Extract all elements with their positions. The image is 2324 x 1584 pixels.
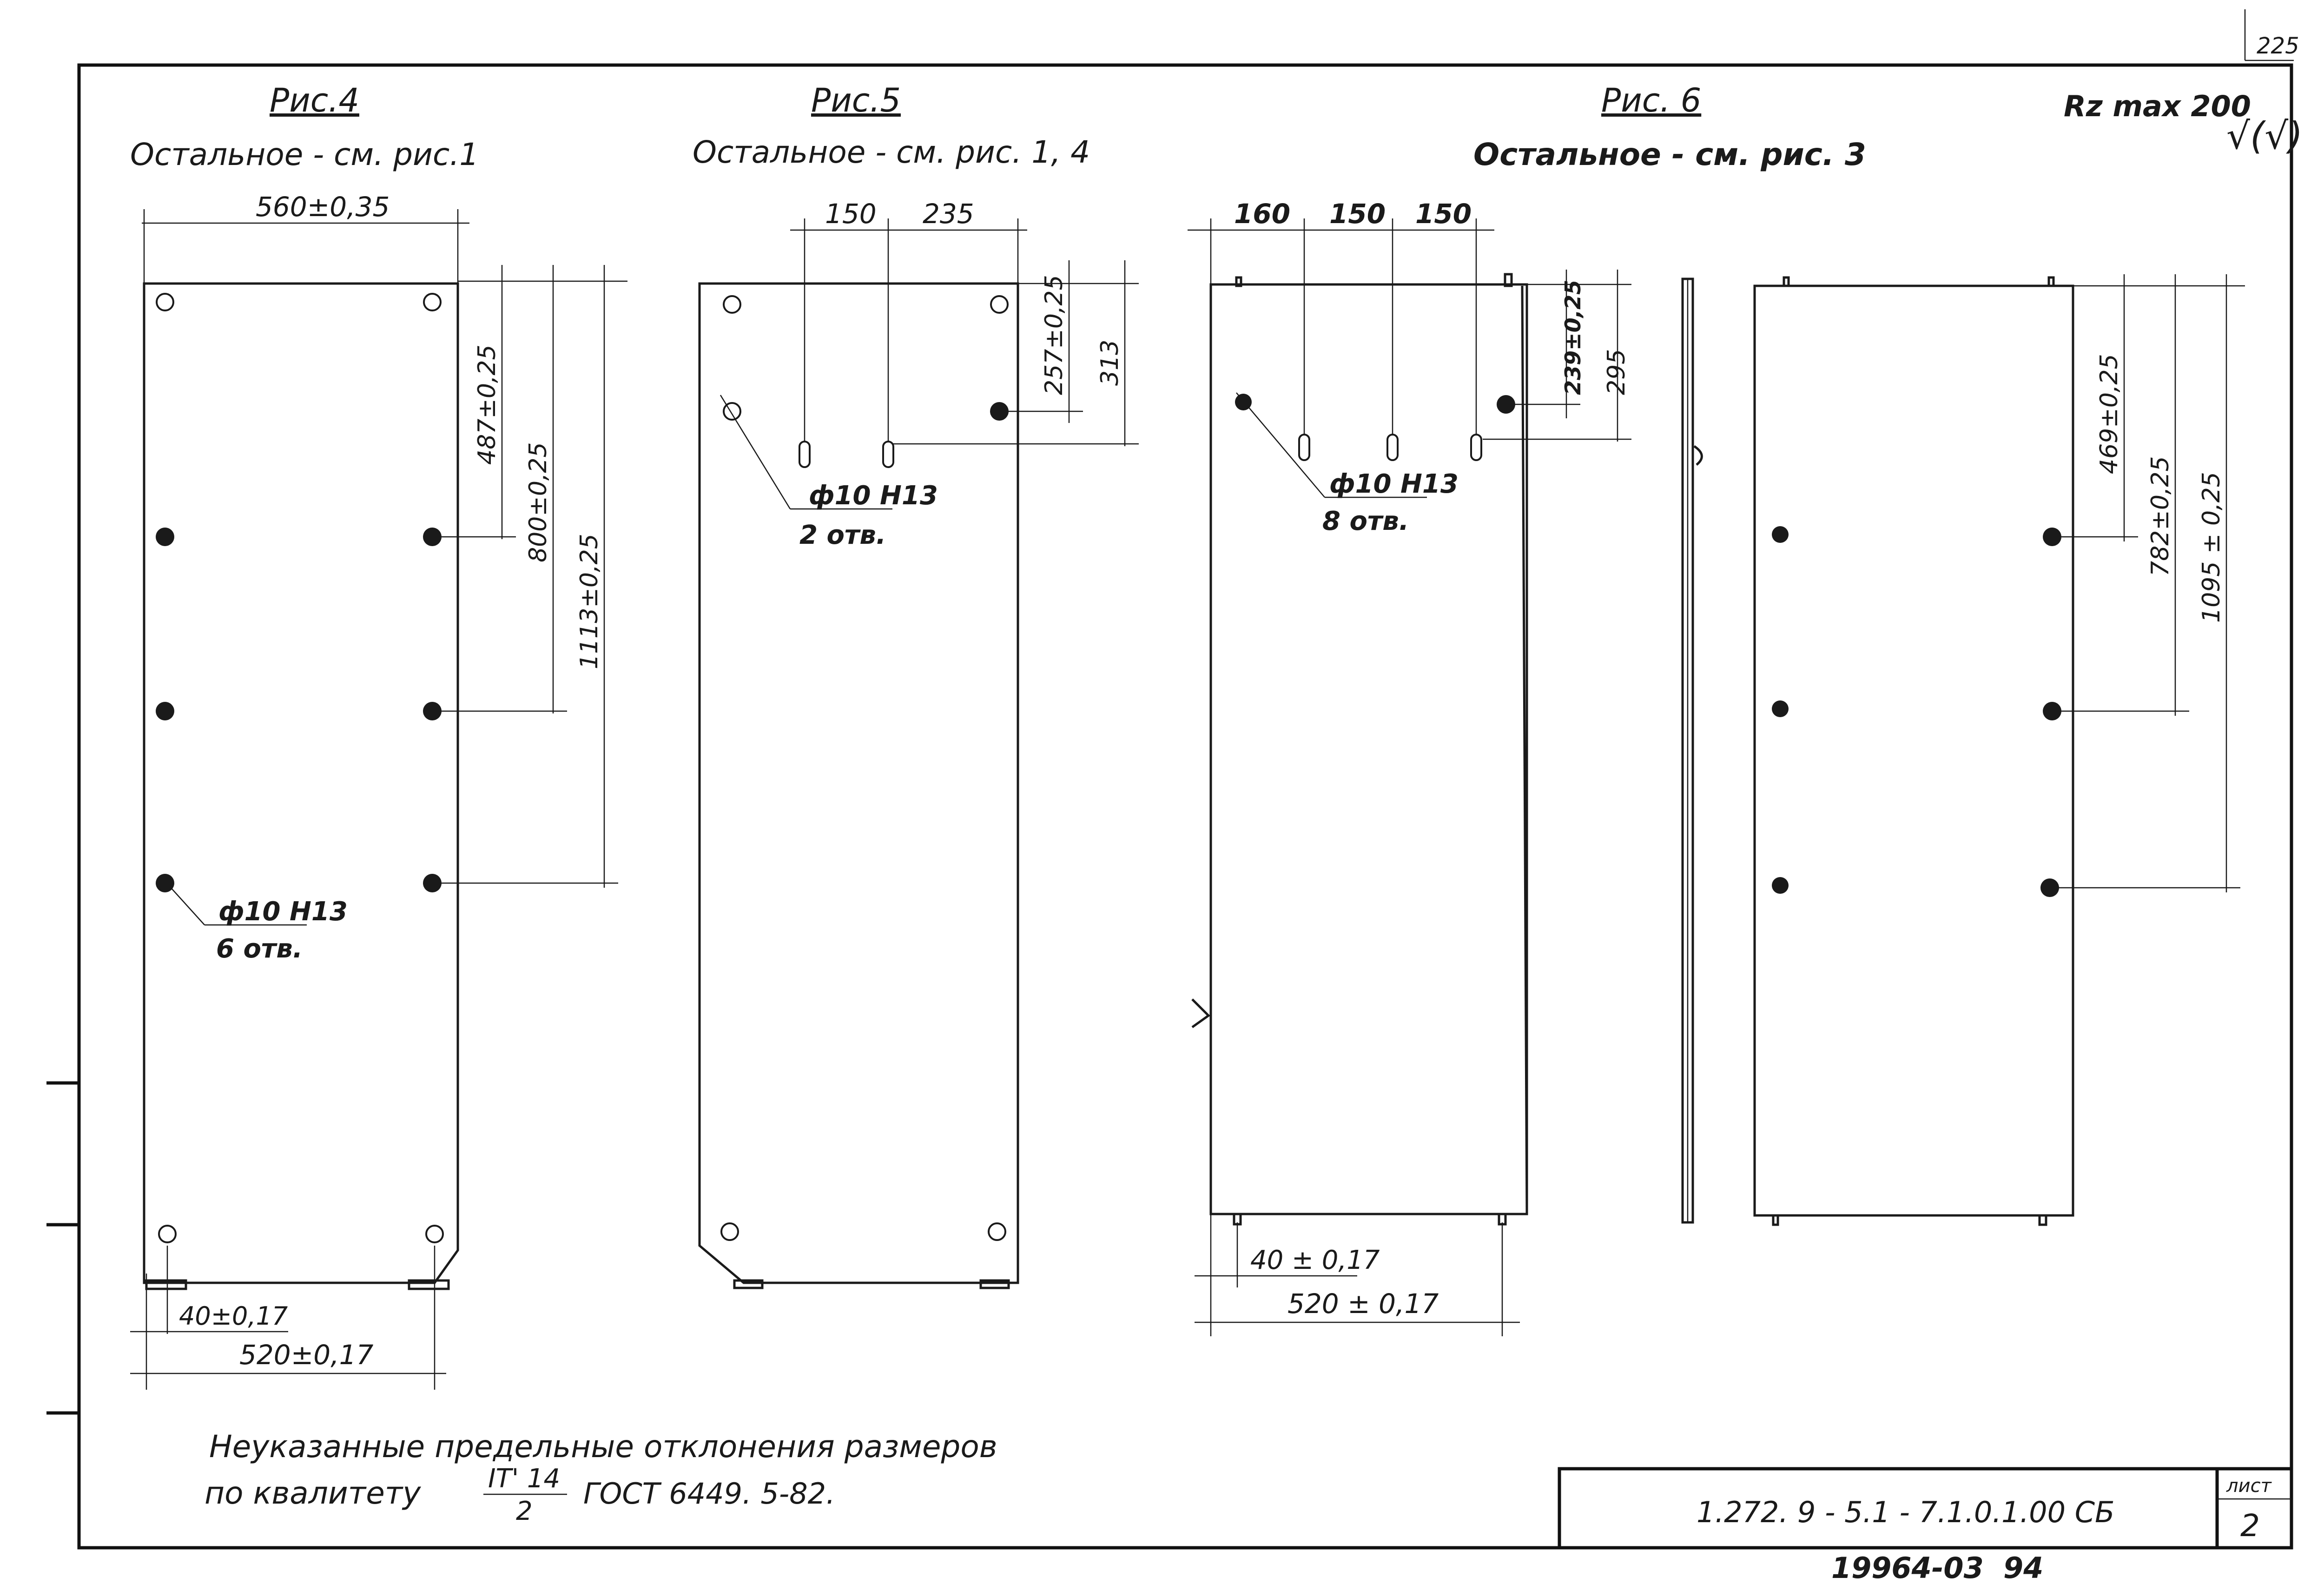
dim-487: 487±0,25 — [473, 344, 501, 465]
dim-520-fig6: 520 ± 0,17 — [1287, 1288, 1439, 1320]
roughness-note: Rz max 200 — [2064, 89, 2251, 123]
dim-150-a: 150 — [1329, 198, 1386, 230]
hole — [158, 1225, 177, 1243]
dim-257: 257±0,25 — [1040, 275, 1068, 395]
slot — [799, 441, 811, 468]
dim-150: 150 — [825, 198, 877, 230]
dim-40: 40±0,17 — [179, 1301, 288, 1331]
dim-313: 313 — [1096, 340, 1124, 386]
figure-6-hole-count: 8 отв. — [1322, 506, 1409, 536]
figure-4-note: Остальное - см. рис.1 — [130, 137, 479, 172]
hole — [423, 702, 442, 720]
dim-295: 295 — [1603, 349, 1631, 395]
drawing-frame — [77, 63, 2293, 1550]
hole — [423, 874, 442, 892]
figure-5: Рис.5 Остальное - см. рис. 1, 4 150 235 … — [693, 81, 1139, 1289]
hole — [1772, 526, 1789, 543]
sheet-number: 2 — [2240, 1508, 2260, 1544]
figure-6-hole-size: ф10 H13 — [1329, 469, 1459, 499]
figure-6-note: Остальное - см. рис. 3 — [1473, 137, 1866, 172]
slot — [1298, 434, 1310, 461]
dim-150-b: 150 — [1415, 198, 1472, 230]
dim-1095: 1095 ± 0,25 — [2198, 472, 2225, 623]
hole — [723, 295, 741, 314]
dim-800: 800±0,25 — [524, 442, 552, 562]
archive-page: 94 — [2003, 1551, 2043, 1584]
hole — [156, 528, 174, 546]
figure-5-hole-count: 2 отв. — [799, 520, 886, 550]
hole — [990, 295, 1009, 314]
figure-4: Рис.4 Остальное - см. рис.1 560±0,35 487… — [130, 81, 627, 1390]
figure-5-title: Рис.5 — [811, 81, 901, 119]
sheet-label: лист — [2226, 1475, 2272, 1497]
figure-5-note: Остальное - см. рис. 1, 4 — [693, 134, 1090, 170]
hole — [423, 528, 442, 546]
sheet-corner-number: 225 — [2257, 33, 2299, 59]
dim-560: 560±0,35 — [256, 191, 390, 223]
hole — [988, 1222, 1006, 1241]
figure-6-plate-back — [1753, 284, 2074, 1217]
dim-782: 782±0,25 — [2146, 456, 2174, 576]
general-note-line1: Неуказанные предельные отклонения размер… — [209, 1429, 997, 1465]
dim-469: 469±0,25 — [2095, 354, 2123, 474]
title-block: 1.272. 9 - 5.1 - 7.1.0.1.00 СБ лист 2 — [1558, 1467, 2293, 1550]
general-note-prefix: по квалитету — [205, 1475, 421, 1511]
roughness-symbol: √(√) — [2226, 114, 2303, 158]
archive-number: 19964-03 — [1831, 1551, 1984, 1584]
figure-6-plate-front — [1209, 283, 1528, 1215]
dim-40-fig6: 40 ± 0,17 — [1250, 1245, 1380, 1275]
hole — [425, 1225, 444, 1243]
general-note-standard: ГОСТ 6449. 5-82. — [583, 1477, 835, 1511]
tolerance-fraction-denominator: 2 — [516, 1496, 533, 1526]
dim-520: 520±0,17 — [239, 1339, 374, 1371]
hole — [423, 293, 442, 311]
dim-1113: 1113±0,25 — [575, 534, 603, 669]
dim-235: 235 — [923, 198, 974, 230]
tolerance-fraction-numerator: IT' 14 — [488, 1464, 560, 1494]
hole — [156, 293, 174, 311]
dim-160: 160 — [1234, 198, 1290, 230]
figure-6: Рис. 6 Остальное - см. рис. 3 160 150 15… — [1188, 81, 2245, 1336]
figure-6-title: Рис. 6 — [1601, 81, 1701, 119]
hole — [1772, 877, 1789, 894]
hole — [1772, 700, 1789, 717]
slot — [1470, 434, 1482, 461]
document-designation: 1.272. 9 - 5.1 - 7.1.0.1.00 СБ — [1697, 1495, 2115, 1529]
hole — [156, 874, 174, 892]
figure-4-title: Рис.4 — [270, 81, 359, 119]
hole — [156, 702, 174, 720]
slot — [1386, 434, 1399, 461]
hole — [720, 1222, 739, 1241]
figure-4-hole-count: 6 отв. — [216, 934, 303, 964]
figure-4-hole-size: ф10 H13 — [218, 897, 348, 927]
figure-4-plate — [143, 282, 459, 1284]
figure-5-plate — [698, 282, 1019, 1284]
dim-239: 239±0,25 — [1560, 280, 1585, 395]
figure-5-hole-size: ф10 H13 — [809, 481, 938, 511]
slot — [882, 441, 894, 468]
